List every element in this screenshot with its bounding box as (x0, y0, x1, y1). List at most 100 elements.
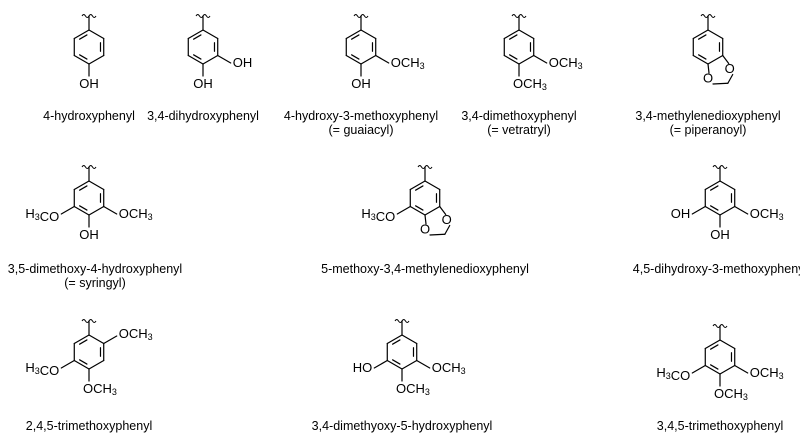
ring-bond (345, 54, 362, 65)
bridge-oxygen: O (442, 212, 452, 227)
ring-bond (692, 29, 709, 40)
ring-bond (73, 180, 90, 191)
structure-5: OO3,4-methylenedioxyphenyl(= piperanoyl) (635, 14, 781, 137)
compound-name: 3,4-methylenedioxyphenyl (635, 109, 780, 123)
substituent-bond (60, 359, 75, 369)
ring-bond (345, 29, 362, 40)
ring-bond (202, 29, 219, 40)
wavy-bond-icon (700, 14, 716, 18)
ring-bond (187, 54, 204, 65)
substituent-5: H3CO (656, 365, 690, 383)
ring-double-bond (350, 34, 360, 40)
substituent-4: OH (193, 76, 213, 91)
ring-bond (503, 29, 520, 40)
ring-bond (360, 54, 377, 65)
wavy-bond-icon (511, 14, 527, 18)
ring-double-bond (697, 54, 707, 60)
ring-bond (88, 205, 105, 216)
compound-alias: (= syringyl) (64, 276, 125, 290)
substituent-bond (217, 54, 232, 64)
substituent-4: OH (79, 227, 99, 242)
ring-bond (73, 29, 90, 40)
substituent-4: OCH3 (513, 76, 547, 92)
ring-bond (386, 334, 403, 345)
wavy-bond-icon (394, 319, 410, 323)
bridge-oxygen: O (420, 221, 430, 236)
compound-name: 4-hydroxyphenyl (43, 109, 135, 123)
bridge-bond (727, 73, 734, 84)
bridge-bond (429, 233, 446, 236)
ring-double-bond (709, 205, 719, 211)
wavy-bond-icon (712, 165, 728, 169)
ring-bond (424, 205, 441, 216)
substituent-bond (103, 335, 118, 345)
ring-double-bond (709, 364, 719, 370)
compound-name: 4,5-dihydroxy-3-methoxyphenyl (633, 262, 800, 276)
wavy-bond-icon (81, 165, 97, 169)
ring-bond (88, 180, 105, 191)
compound-alias: (= vetratryl) (487, 123, 551, 137)
ring-bond (88, 29, 105, 40)
ring-double-bond (414, 205, 424, 211)
substituent-5: H3CO (25, 206, 59, 224)
ring-double-bond (709, 344, 719, 350)
substituent-4: OCH3 (83, 381, 117, 397)
compound-name: 3,4,5-trimethoxyphenyl (657, 419, 783, 433)
substituent-3: OCH3 (750, 206, 784, 222)
bridge-bond (439, 205, 447, 216)
substituent-bond (533, 54, 548, 64)
substituent-3: OCH3 (391, 55, 425, 71)
ring-double-bond (697, 34, 707, 40)
bridge-bond (707, 63, 710, 74)
substituent-4: OH (79, 76, 99, 91)
ring-double-bond (192, 34, 202, 40)
ring-bond (719, 364, 736, 375)
ring-bond (360, 29, 377, 40)
compound-name: 3,4-dihydroxyphenyl (147, 109, 259, 123)
ring-double-bond (78, 54, 88, 60)
ring-bond (386, 359, 403, 370)
ring-bond (401, 334, 418, 345)
ring-double-bond (414, 185, 424, 191)
substituent-bond (373, 359, 388, 369)
ring-double-bond (709, 185, 719, 191)
compound-alias: (= piperanoyl) (670, 123, 747, 137)
compound-name: 2,4,5-trimethoxyphenyl (26, 419, 152, 433)
ring-double-bond (508, 54, 518, 60)
ring-double-bond (78, 185, 88, 191)
bridge-oxygen: O (725, 61, 735, 76)
ring-bond (424, 180, 441, 191)
substituent-bond (734, 205, 749, 215)
compound-name: 3,4-dimethyoxy-5-hydroxyphenyl (312, 419, 493, 433)
ring-double-bond (78, 34, 88, 40)
ring-bond (73, 334, 90, 345)
substituent-3: OH (233, 55, 253, 70)
substituent-2: OCH3 (119, 326, 153, 342)
ring-bond (88, 359, 105, 370)
wavy-bond-icon (353, 14, 369, 18)
ring-bond (503, 54, 520, 65)
substituent-3: OCH3 (750, 365, 784, 381)
structure-2: OH OH 3,4-dihydroxyphenyl (147, 14, 259, 123)
ring-bond (704, 364, 721, 375)
substituent-bond (691, 364, 706, 374)
substituent-bond (416, 359, 431, 369)
ring-bond (704, 205, 721, 216)
substituent-4: OH (710, 227, 730, 242)
substituent-3: OCH3 (432, 360, 466, 376)
ring-bond (707, 54, 724, 65)
substituent-bond (375, 54, 390, 64)
compound-name: 3,5-dimethoxy-4-hydroxyphenyl (8, 262, 182, 276)
substituent-bond (396, 205, 411, 215)
bridge-bond (722, 54, 730, 65)
substituent-4: OH (351, 76, 371, 91)
ring-bond (719, 339, 736, 350)
wavy-bond-icon (81, 319, 97, 323)
ring-bond (73, 54, 90, 65)
substituent-3: OCH3 (549, 55, 583, 71)
